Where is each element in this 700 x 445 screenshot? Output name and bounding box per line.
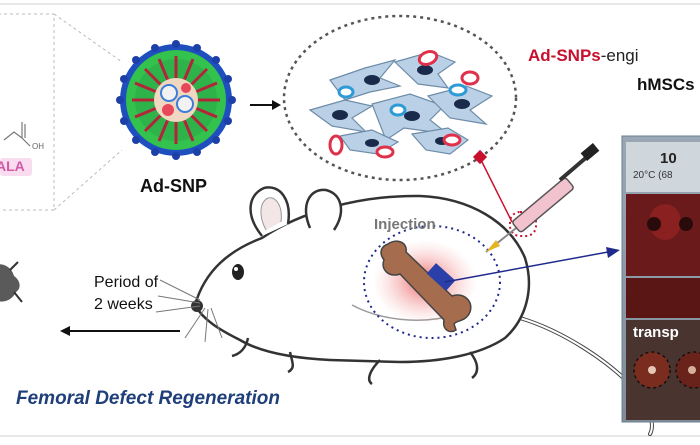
figure-title: Femoral Defect Regeneration	[16, 388, 280, 409]
ala-label: ALA	[0, 158, 25, 174]
regeneration-photo-panel	[621, 135, 700, 423]
injection-site	[363, 225, 501, 339]
arrow-to-photo	[444, 247, 620, 283]
femur-bone	[380, 240, 472, 333]
syringe-icon	[485, 143, 600, 253]
transplant-label: transp	[633, 324, 679, 341]
engineered-heading-rest: -engi	[600, 46, 639, 65]
ad-snp-label: Ad-SNP	[140, 176, 207, 196]
period-label-line2: 2 weeks	[94, 296, 153, 313]
ala-structure-panel	[0, 13, 123, 211]
arrow-period	[60, 326, 180, 336]
engineered-heading: Ad-SNPs-engi	[528, 46, 639, 66]
photo-caption: 20°C (68	[633, 170, 673, 181]
engineered-cells-oval	[282, 14, 518, 182]
period-label-line1: Period of	[94, 274, 159, 291]
photo-number: 10	[660, 150, 677, 167]
hmscs-label: hMSCs	[637, 75, 695, 94]
ala-oh-label: OH	[32, 142, 44, 151]
engineered-heading-red: Ad-SNPs	[528, 46, 601, 65]
regenerated-cell-icon	[0, 261, 23, 303]
arrow-snp-to-cells	[250, 100, 281, 110]
ad-snp-nanoparticle	[116, 40, 236, 160]
injection-label: Injection	[374, 216, 436, 233]
connector-cells-to-syringe	[472, 149, 513, 223]
